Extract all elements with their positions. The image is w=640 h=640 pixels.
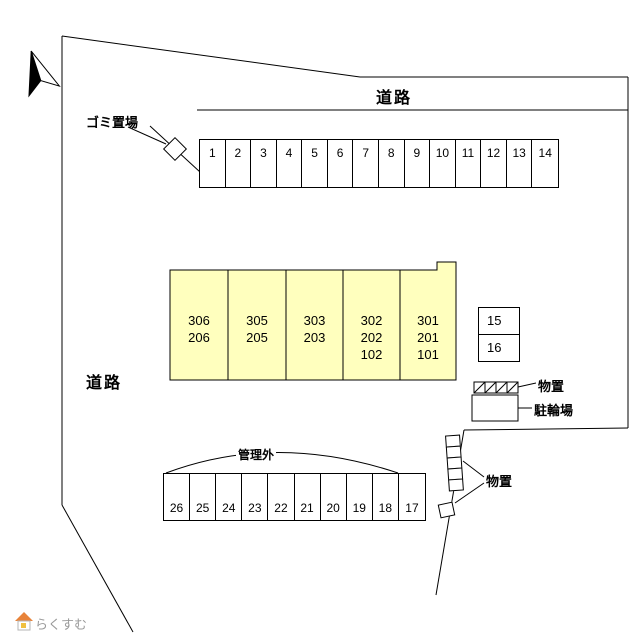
- unit-room: 306: [188, 313, 210, 328]
- road-label-top: 道路: [376, 90, 413, 107]
- unit-room: 301: [417, 313, 439, 328]
- parking-space-9: 9: [405, 140, 431, 187]
- building-footprint: [169, 261, 457, 381]
- logo-text: らくすむ: [35, 617, 88, 632]
- bicycle-parking-box: [471, 394, 519, 422]
- unit-room: 206: [188, 330, 210, 345]
- parking-space-25: 25: [190, 474, 217, 520]
- unit-room: 202: [360, 330, 383, 345]
- unit-room: 102: [360, 347, 383, 362]
- parking-space-4: 4: [277, 140, 303, 187]
- parking-space-1: 1: [200, 140, 226, 187]
- unit-room: 302: [360, 313, 383, 328]
- unit-room: 203: [303, 330, 326, 345]
- parking-space-14: 14: [538, 146, 552, 160]
- outside-management-arc: [165, 452, 399, 474]
- parking-space-19: 19: [347, 474, 373, 520]
- building-unit-301: 301 201 101: [400, 312, 456, 363]
- road-label-left: 道路: [86, 375, 123, 392]
- outside-management-label: 管理外: [236, 446, 277, 463]
- parking-row-bottom: 26 25 24 23 22 21 20 19 18 17: [163, 473, 426, 521]
- garbage-marker-icon: [127, 126, 188, 162]
- parking-space-5: 5: [302, 140, 328, 187]
- storage-right-leader-line-1: [462, 460, 485, 478]
- storage-top-leader-line: [517, 382, 537, 388]
- space-15: 15: [478, 307, 520, 335]
- building-unit-306: 306 206: [170, 312, 228, 346]
- parking-row-top: 1 2 3 4 5 6 7 8 9 10 11 12 13 14: [199, 139, 559, 188]
- parking-space-11: 11: [456, 140, 482, 187]
- parking-space-23: 23: [242, 474, 269, 520]
- parking-space-17: 17: [405, 501, 419, 515]
- parking-space-22: 22: [268, 474, 295, 520]
- parking-space-18: 18: [373, 474, 399, 520]
- unit-room: 305: [246, 313, 268, 328]
- parking-space-8: 8: [379, 140, 405, 187]
- parking-space-24: 24: [216, 474, 243, 520]
- garbage-area-label: ゴミ置場: [86, 115, 139, 130]
- parking-space-13: 13: [507, 140, 533, 187]
- unit-room: 201: [417, 330, 439, 345]
- parking-space-2: 2: [226, 140, 252, 187]
- parking-space-26: 26: [164, 474, 191, 520]
- storage-right-label: 物置: [486, 474, 513, 489]
- building-unit-302: 302 202 102: [343, 312, 400, 363]
- north-arrow-icon: [28, 50, 61, 98]
- space-16: 16: [478, 334, 520, 362]
- storage-strip-icon: [473, 381, 519, 394]
- bicycle-parking-label: 駐輪場: [534, 403, 574, 418]
- storage-cell: [448, 478, 464, 492]
- logo-house-icon: [15, 612, 33, 631]
- storage-top-label: 物置: [538, 379, 565, 394]
- unit-room: 303: [303, 313, 326, 328]
- unit-room: 101: [417, 347, 439, 362]
- parking-space-20: 20: [321, 474, 347, 520]
- unit-room: 205: [246, 330, 268, 345]
- parking-space-3: 3: [251, 140, 277, 187]
- parking-space-12: 12: [481, 140, 507, 187]
- building-unit-303: 303 203: [286, 312, 343, 346]
- parking-space-10: 10: [430, 140, 456, 187]
- building-unit-305: 305 205: [228, 312, 286, 346]
- parking-space-6: 6: [328, 140, 354, 187]
- parking-space-7: 7: [353, 140, 379, 187]
- storage-right-leader-line-2: [454, 482, 485, 504]
- parking-space-21: 21: [295, 474, 321, 520]
